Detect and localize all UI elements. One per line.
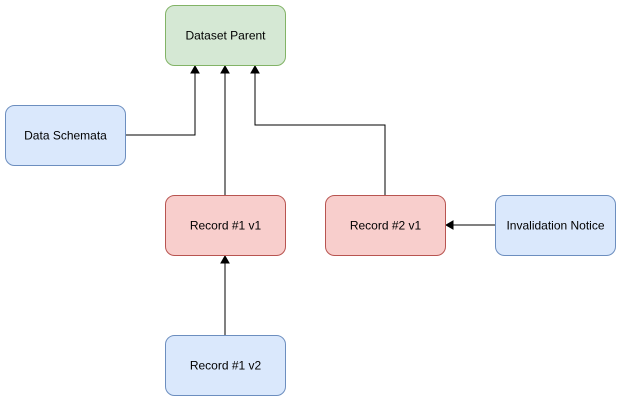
node-dataset-parent-label: Dataset Parent <box>185 29 266 43</box>
node-invalidation-notice-box <box>495 195 616 256</box>
node-record1-v2[interactable]: Record #1 v2 <box>165 335 286 396</box>
node-record1-v1[interactable]: Record #1 v1 <box>165 195 286 256</box>
node-data-schemata[interactable]: Data Schemata <box>5 105 126 166</box>
node-record2-v1-label: Record #2 v1 <box>350 219 422 233</box>
arrowhead-record2v1-to-parent <box>250 64 260 74</box>
arrowhead-notice-to-record2v1 <box>444 220 454 230</box>
arrowhead-record1v1-to-parent <box>220 64 230 74</box>
node-invalidation-notice[interactable]: Invalidation Notice <box>495 195 616 256</box>
arrowhead-record1v2-to-record1v1 <box>220 254 230 264</box>
node-record1-v2-box <box>165 335 286 396</box>
node-data-schemata-box <box>5 105 126 166</box>
node-record1-v1-label: Record #1 v1 <box>190 219 262 233</box>
node-data-schemata-label: Data Schemata <box>24 129 107 143</box>
node-record1-v1-box <box>165 195 286 256</box>
arrowhead-schemata-to-parent <box>190 64 200 74</box>
node-dataset-parent[interactable]: Dataset Parent <box>165 5 286 66</box>
edges <box>126 64 495 335</box>
node-record2-v1[interactable]: Record #2 v1 <box>325 195 446 256</box>
edge-schemata-to-parent <box>126 72 196 136</box>
node-record1-v2-label: Record #1 v2 <box>190 359 262 373</box>
node-record2-v1-box <box>325 195 446 256</box>
node-dataset-parent-box <box>165 5 286 66</box>
node-invalidation-notice-label: Invalidation Notice <box>506 219 604 233</box>
edge-record2v1-to-parent <box>254 72 386 195</box>
